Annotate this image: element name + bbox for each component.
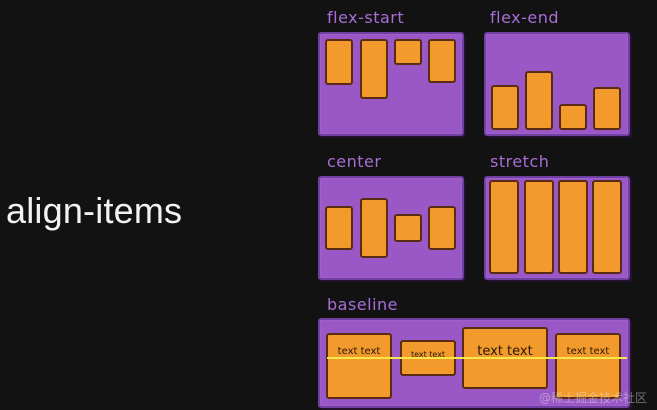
center-label: center [327,152,382,171]
baseline-item-1-text: text text [337,346,381,357]
stretch-item-4 [592,180,622,274]
flex-start-item-3 [394,39,422,65]
flex-end-item-3 [559,104,587,130]
flex-start-item-1 [325,39,353,85]
baseline-item-2-text: text text [410,350,446,359]
center-item-4 [428,206,456,250]
stretch-item-1 [489,180,519,274]
center-item-1 [325,206,353,250]
stretch-label: stretch [490,152,550,171]
stretch-item-3 [558,180,588,274]
flex-start-item-2 [360,39,388,99]
baseline-item-1: text text [326,333,392,399]
flex-end-item-4 [593,87,621,130]
baseline-label: baseline [327,295,399,314]
flex-start-label: flex-start [327,8,405,27]
flex-start-item-4 [428,39,456,83]
page-title: align-items [6,190,183,231]
stretch-item-2 [524,180,554,274]
flex-end-item-1 [491,85,519,130]
flex-end-label: flex-end [490,8,560,27]
watermark: @稀土掘金技术社区 [538,391,647,405]
baseline-item-4-text: text text [566,346,610,357]
baseline-guide-line [327,357,627,359]
center-item-3 [394,214,422,242]
baseline-item-4: text text [555,333,621,399]
flex-end-item-2 [525,71,553,130]
baseline-item-3-text: text text [477,344,533,359]
center-item-2 [360,198,388,258]
